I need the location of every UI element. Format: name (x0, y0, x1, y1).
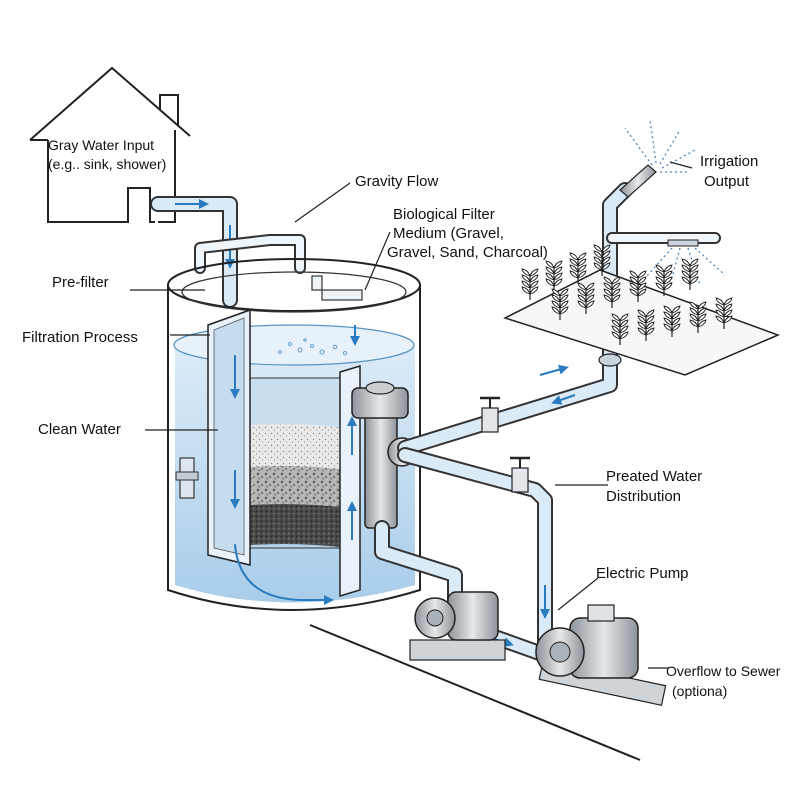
plant-icon (603, 276, 621, 308)
electric-pump (535, 604, 667, 707)
plant-rows (521, 244, 733, 345)
distribution-pipe (397, 447, 553, 658)
biological-filter-label-line3: Gravel, Sand, Charcoal) (387, 244, 548, 261)
plant-icon (689, 301, 707, 333)
plant-icon (629, 270, 647, 302)
pre-filter-baffle (207, 308, 251, 566)
house-icon (29, 66, 191, 223)
irrigation-valve[interactable] (480, 396, 500, 433)
garden-bed (503, 269, 781, 376)
inlet-pipe (150, 196, 238, 308)
biological-filter-label-line2: Medium (Gravel, (393, 225, 504, 242)
distribution-valve[interactable] (510, 456, 530, 493)
plant-icon (545, 260, 563, 292)
plant-icon (569, 252, 587, 284)
overflow-to-sewer-label-line2: (optiona) (672, 683, 727, 699)
plant-icon (551, 288, 569, 320)
treated-water-distribution-label-line2: Distribution (606, 488, 681, 505)
distributor-nozzle (311, 275, 363, 301)
plant-icon (521, 268, 539, 300)
filtration-process-label: Filtration Process (22, 329, 138, 346)
overflow-to-sewer-label-line1: Overflow to Sewer (666, 663, 781, 679)
biological-filter-label-line1: Biological Filter (393, 206, 495, 223)
plant-icon (637, 309, 655, 341)
gray-water-input-label-line1: Gray Water Input (48, 137, 154, 153)
plant-icon (663, 305, 681, 337)
plant-icon (655, 264, 673, 296)
plant-icon (681, 258, 699, 290)
pipe-coupling (598, 353, 622, 367)
irrigation-output-label-line1: Irrigation (700, 153, 758, 170)
pre-filter-label: Pre-filter (52, 274, 109, 291)
plant-icon (715, 297, 733, 329)
sprinkler-head-icon (619, 119, 696, 198)
plant-icon (611, 313, 629, 345)
leader-lines (130, 161, 693, 669)
clean-water-label: Clean Water (38, 421, 121, 438)
plant-icon (593, 244, 611, 276)
transfer-pump (409, 591, 506, 661)
aeration-bubbles (278, 338, 347, 355)
gray-water-input-label-line2: (e.g.. sink, shower) (48, 156, 166, 172)
plant-icon (577, 282, 595, 314)
irrigation-output-label-line2: Output (704, 173, 750, 190)
tank-drain-valve (175, 457, 199, 499)
overflow-loop-pipe (194, 234, 306, 274)
treated-water-distribution-label-line1: Preated Water (606, 468, 702, 485)
electric-pump-label: Electric Pump (596, 565, 689, 582)
gravity-flow-label: Gravity Flow (355, 173, 439, 190)
ground-line (309, 624, 641, 761)
